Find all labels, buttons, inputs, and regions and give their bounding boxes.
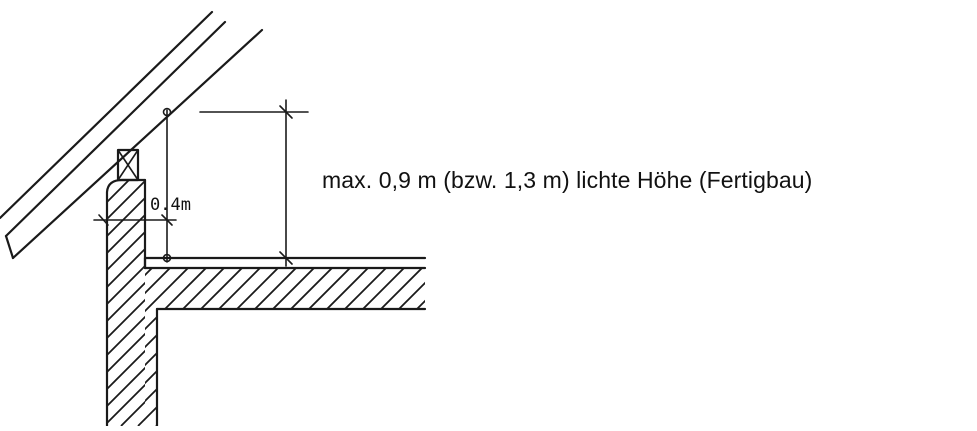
hatch-line	[227, 268, 393, 426]
hatch-line	[145, 268, 231, 426]
hatch-line	[155, 268, 321, 426]
hatch-line	[107, 180, 145, 426]
hatch-line	[145, 268, 195, 426]
hatch-line	[0, 175, 100, 426]
hatch-line	[245, 268, 411, 426]
knee-height-dimension: 0.4m	[93, 107, 191, 263]
hatch-line	[107, 180, 145, 426]
clear-height-dimension	[199, 99, 309, 267]
hatch-line	[107, 180, 118, 426]
hatch-line	[426, 262, 590, 426]
hatch-line	[353, 268, 425, 426]
wall-plate	[116, 148, 140, 182]
hatch-line	[107, 180, 145, 426]
hatch-line	[173, 268, 339, 426]
roof-rafter	[0, 10, 264, 260]
hatch-line	[145, 268, 213, 426]
hatch-line	[107, 180, 145, 426]
hatch-line	[317, 268, 425, 426]
hatch-line	[107, 180, 145, 426]
floor-slab	[143, 256, 590, 426]
hatch-line	[389, 268, 425, 426]
hatch-line	[107, 180, 145, 426]
exterior-wall	[0, 175, 159, 428]
hatch-line	[191, 268, 357, 426]
hatch-line	[107, 180, 145, 426]
hatch-line	[107, 180, 145, 426]
dimension-label: 0.4m	[150, 195, 191, 215]
hatch-line	[335, 268, 425, 426]
hatch-line	[209, 268, 375, 426]
clear-height-caption: max. 0,9 m (bzw. 1,3 m) lichte Höhe (Fer…	[322, 167, 813, 193]
hatch-line	[281, 268, 425, 426]
hatch-line	[371, 268, 425, 426]
hatch-line	[299, 268, 425, 426]
hatch-line	[145, 268, 267, 426]
hatch-line	[145, 268, 303, 426]
hatch-line	[407, 268, 425, 426]
hatch-line	[263, 268, 425, 426]
hatch-line	[145, 268, 177, 426]
